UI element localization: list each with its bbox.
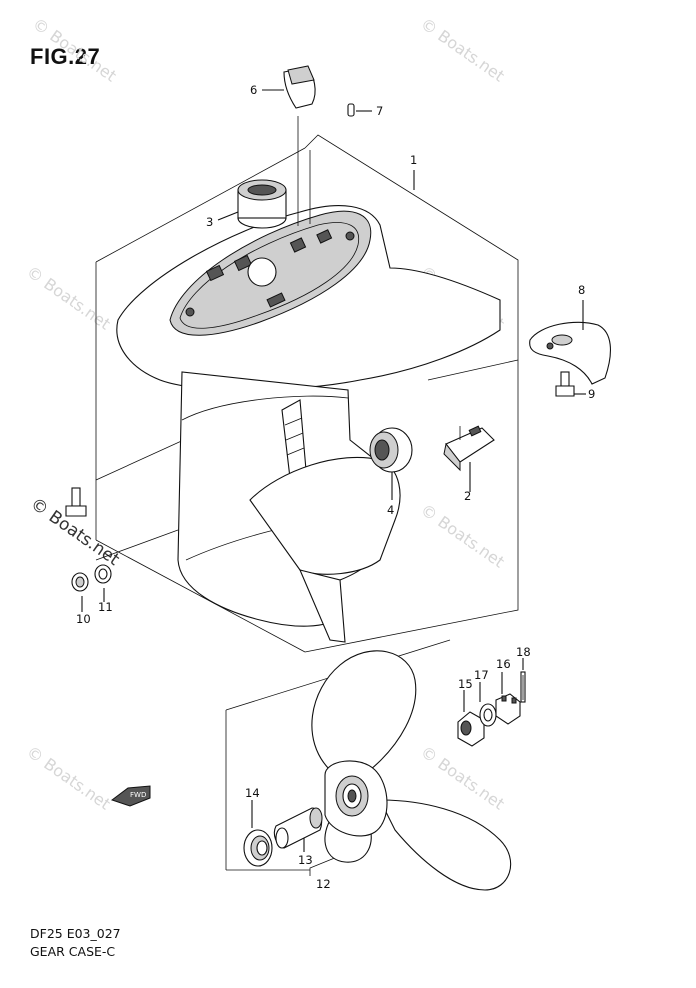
fwd-label: FWD (130, 791, 146, 799)
callout-1: 1 (410, 153, 417, 167)
part-10-11-bolt-washer (65, 487, 179, 612)
callout-3: 3 (206, 215, 213, 229)
part-6-cap (262, 65, 316, 109)
callout-14: 14 (245, 786, 260, 800)
part-15-nut (457, 690, 485, 747)
figure-name: GEAR CASE-C (30, 944, 116, 959)
callout-2: 2 (464, 489, 471, 503)
figure-title: FIG.27 (30, 44, 101, 69)
gear-case-body (116, 205, 501, 643)
part-14-washer (243, 800, 273, 867)
fwd-arrow-icon: FWD (110, 785, 151, 807)
figure-code: DF25 E03_027 (30, 926, 121, 941)
part-8-trim-tab (529, 300, 611, 385)
callout-18: 18 (516, 645, 531, 659)
callout-17: 17 (474, 668, 489, 682)
callout-15: 15 (458, 677, 473, 691)
callout-11: 11 (98, 600, 113, 614)
propeller (311, 650, 512, 891)
part-4-seal (369, 427, 413, 500)
part-17-washer (479, 682, 497, 727)
callout-10: 10 (76, 612, 91, 626)
part-7-pin (347, 103, 372, 117)
part-18-cotter-pin (520, 658, 526, 703)
part-3-bearing (217, 179, 287, 229)
part-2-anode (443, 425, 495, 492)
frame-part-1 (95, 134, 519, 653)
part-16-castle-nut (495, 672, 521, 725)
part-9-bolt (555, 371, 586, 397)
callout-7: 7 (376, 104, 383, 118)
callout-4: 4 (387, 503, 394, 517)
callout-9: 9 (588, 387, 595, 401)
callout-12: 12 (316, 877, 331, 891)
callout-6: 6 (250, 83, 257, 97)
callout-16: 16 (496, 657, 511, 671)
callout-13: 13 (298, 853, 313, 867)
part-13-bushing (273, 807, 323, 852)
callout-8: 8 (578, 283, 585, 297)
